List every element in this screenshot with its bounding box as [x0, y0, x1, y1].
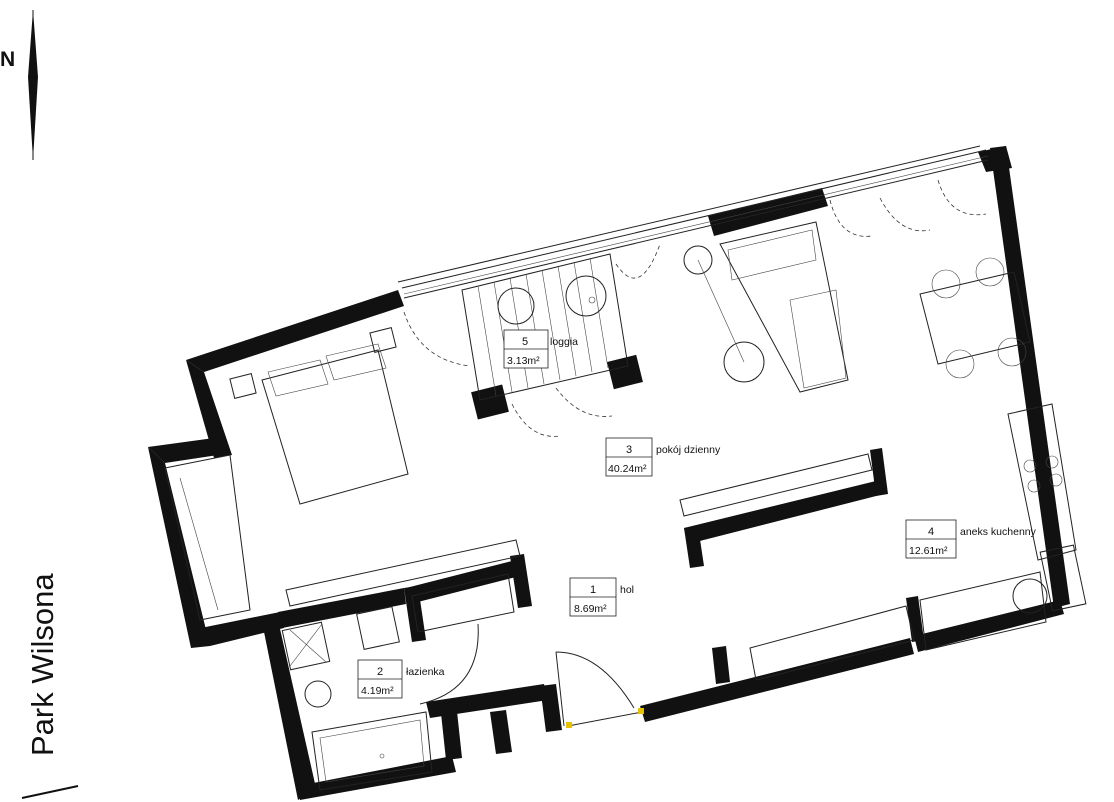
room-name: łazienka	[406, 666, 445, 678]
room-label-3: 3 40.24m² pokój dzienny	[605, 437, 721, 477]
street-line	[21, 785, 79, 799]
exterior-walls	[148, 146, 1070, 800]
room-number: 2	[377, 666, 383, 678]
room-label-4: 4 12.61m² aneks kuchenny	[905, 519, 1037, 559]
room-name: hol	[620, 584, 634, 596]
room-label-2: 2 4.19m² łazienka	[357, 659, 445, 699]
dining-table	[919, 257, 1031, 379]
north-glazing	[397, 145, 989, 299]
room-area: 3.13m²	[507, 355, 540, 367]
room-area: 40.24m²	[608, 463, 647, 475]
room-area: 8.69m²	[574, 603, 607, 615]
room-name: loggia	[550, 336, 578, 348]
north-label: N	[0, 48, 15, 71]
wardrobes	[164, 453, 915, 681]
door-swings	[403, 179, 987, 727]
living-furniture	[683, 221, 849, 393]
room-label-5: 5 3.13m² loggia	[503, 329, 578, 369]
room-number: 1	[590, 584, 596, 596]
room-name: aneks kuchenny	[960, 526, 1037, 538]
room-area: 4.19m²	[361, 685, 394, 697]
room-number: 4	[928, 526, 934, 538]
kitchen-counter	[919, 403, 1087, 651]
room-name: pokój dzienny	[656, 444, 721, 456]
north-arrow: N	[0, 10, 38, 160]
street-label: Park Wilsona	[25, 573, 60, 756]
room-area: 12.61m²	[909, 545, 948, 557]
room-number: 5	[522, 336, 528, 348]
entrance-marker	[566, 708, 644, 728]
loggia-deck	[461, 253, 629, 401]
bed	[229, 327, 409, 505]
room-number: 3	[626, 444, 632, 456]
bathroom-fixtures	[281, 606, 433, 791]
room-label-1: 1 8.69m² hol	[569, 577, 634, 617]
